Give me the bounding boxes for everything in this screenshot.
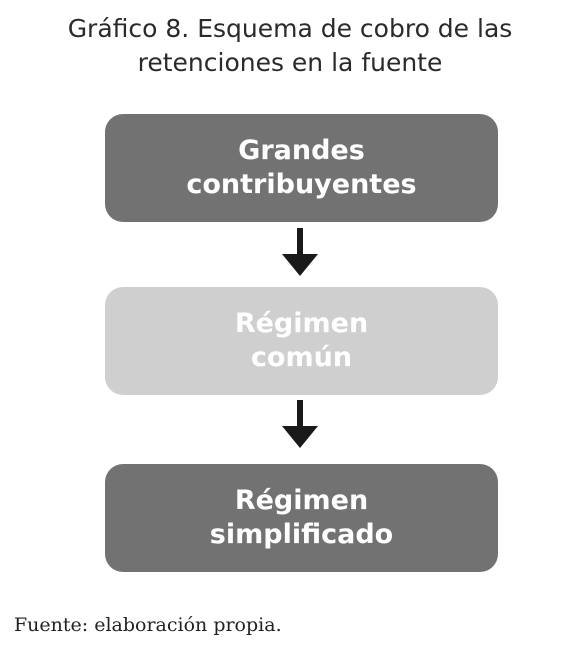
box-1-line-1: Grandes (238, 135, 365, 166)
box-3-line-1: Régimen (234, 485, 369, 516)
box-regimen-comun: Régimen común (105, 287, 498, 395)
box-regimen-simplificado: Régimen simplificado (105, 464, 498, 572)
arrow-down-icon (282, 400, 318, 448)
source-note: Fuente: elaboración propia. (14, 614, 282, 636)
box-3-line-2: simplificado (209, 519, 394, 550)
arrow-down-icon (282, 228, 318, 276)
diagram-title-line-1: Gráfico 8. Esquema de cobro de las (67, 14, 513, 43)
box-2-line-2: común (250, 342, 353, 373)
box-2-line-1: Régimen (234, 308, 369, 339)
diagram-title-line-2: retenciones en la fuente (137, 48, 443, 77)
box-grandes-contribuyentes: Grandes contribuyentes (105, 114, 498, 222)
diagram-title: Gráfico 8. Esquema de cobro de las reten… (0, 12, 580, 80)
box-1-line-2: contribuyentes (186, 169, 417, 200)
